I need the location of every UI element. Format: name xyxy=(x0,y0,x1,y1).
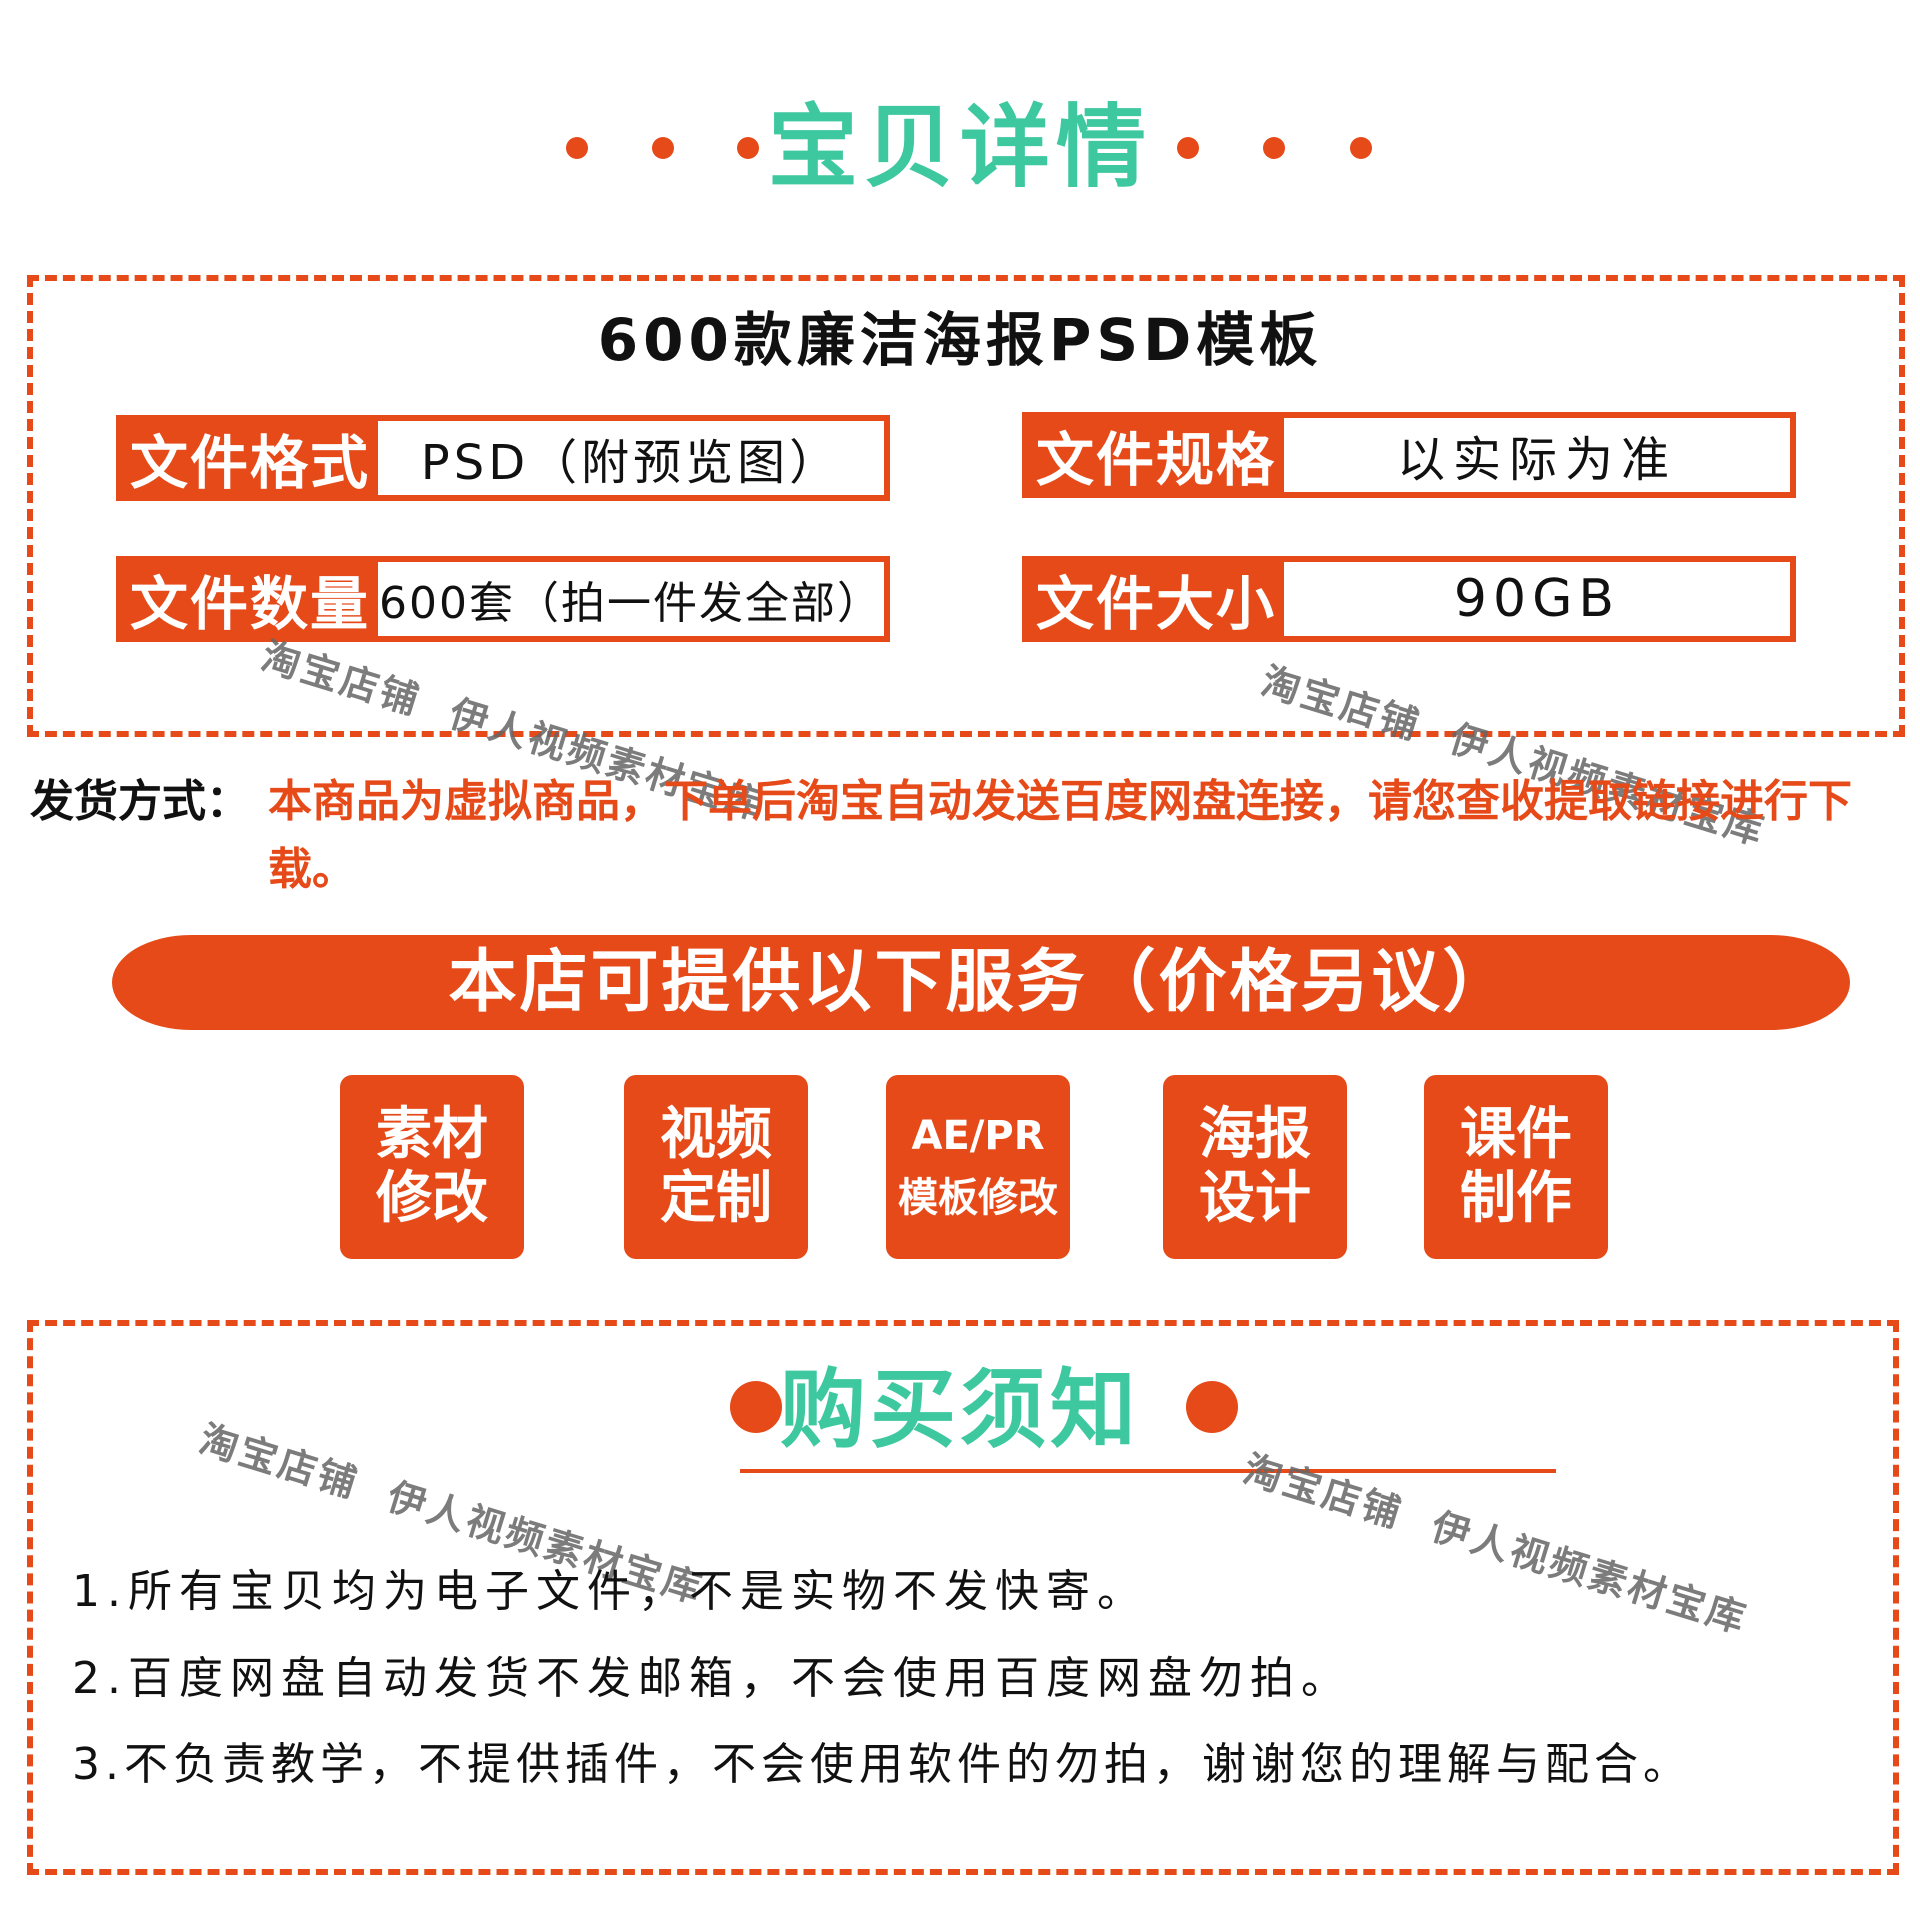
spec-file-format: 文件格式 PSD（附预览图） xyxy=(116,415,890,501)
spec-file-count: 文件数量 600套（拍一件发全部） xyxy=(116,556,890,642)
spec-value: PSD（附预览图） xyxy=(420,435,842,491)
spec-value: 以实际为准 xyxy=(1396,432,1677,488)
spec-label: 文件数量 xyxy=(122,562,378,638)
notice-underline xyxy=(740,1469,1556,1473)
spec-file-size: 文件大小 90GB xyxy=(1022,556,1796,642)
service-line: 模板修改 xyxy=(898,1175,1058,1221)
service-line: 素材 xyxy=(376,1102,488,1167)
service-line: 定制 xyxy=(660,1166,772,1231)
service-material-edit: 素材 修改 xyxy=(340,1075,524,1259)
spec-label: 文件规格 xyxy=(1028,418,1284,494)
service-line: 设计 xyxy=(1199,1166,1311,1231)
service-video-custom: 视频 定制 xyxy=(624,1075,808,1259)
purchase-notice-box xyxy=(27,1320,1899,1875)
spec-label: 文件大小 xyxy=(1028,562,1284,638)
decor-dot xyxy=(566,137,588,159)
decor-dot xyxy=(737,137,759,159)
service-line: 制作 xyxy=(1460,1166,1572,1231)
decor-dot xyxy=(1350,137,1372,159)
service-ae-pr-template: AE/PR 模板修改 xyxy=(886,1075,1070,1259)
service-line: 课件 xyxy=(1460,1102,1572,1167)
service-line: AE/PR xyxy=(911,1113,1045,1159)
decor-dot xyxy=(1177,137,1199,159)
spec-value: 600套（拍一件发全部） xyxy=(379,578,883,629)
decor-dot xyxy=(730,1381,782,1433)
service-courseware: 课件 制作 xyxy=(1424,1075,1608,1259)
service-poster-design: 海报 设计 xyxy=(1163,1075,1347,1259)
services-banner: 本店可提供以下服务（价格另议） xyxy=(112,935,1850,1030)
service-line: 海报 xyxy=(1199,1102,1311,1167)
decor-dot xyxy=(652,137,674,159)
spec-label: 文件格式 xyxy=(122,421,378,497)
shipping-text: 本商品为虚拟商品，下单后淘宝自动发送百度网盘连接，请您查收提取链接进行下载。 xyxy=(268,776,1852,895)
notice-rule: 2.百度网盘自动发货不发邮箱，不会使用百度网盘勿拍。 xyxy=(72,1653,1352,1704)
decor-dot xyxy=(1263,137,1285,159)
shipping-label: 发货方式： xyxy=(30,776,250,827)
service-line: 视频 xyxy=(660,1102,772,1167)
spec-file-spec: 文件规格 以实际为准 xyxy=(1022,412,1796,498)
decor-dot xyxy=(1186,1381,1238,1433)
notice-rule: 1.所有宝贝均为电子文件，不是实物不发快寄。 xyxy=(72,1566,1148,1617)
notice-title: 购买须知 xyxy=(780,1360,1140,1460)
service-line: 修改 xyxy=(376,1166,488,1231)
product-info-box xyxy=(27,275,1905,737)
spec-value: 90GB xyxy=(1453,569,1621,629)
notice-rule: 3.不负责教学，不提供插件，不会使用软件的勿拍，谢谢您的理解与配合。 xyxy=(72,1739,1692,1790)
product-title: 600款廉洁海报PSD模板 xyxy=(597,306,1323,374)
page-title: 宝贝详情 xyxy=(768,95,1152,200)
